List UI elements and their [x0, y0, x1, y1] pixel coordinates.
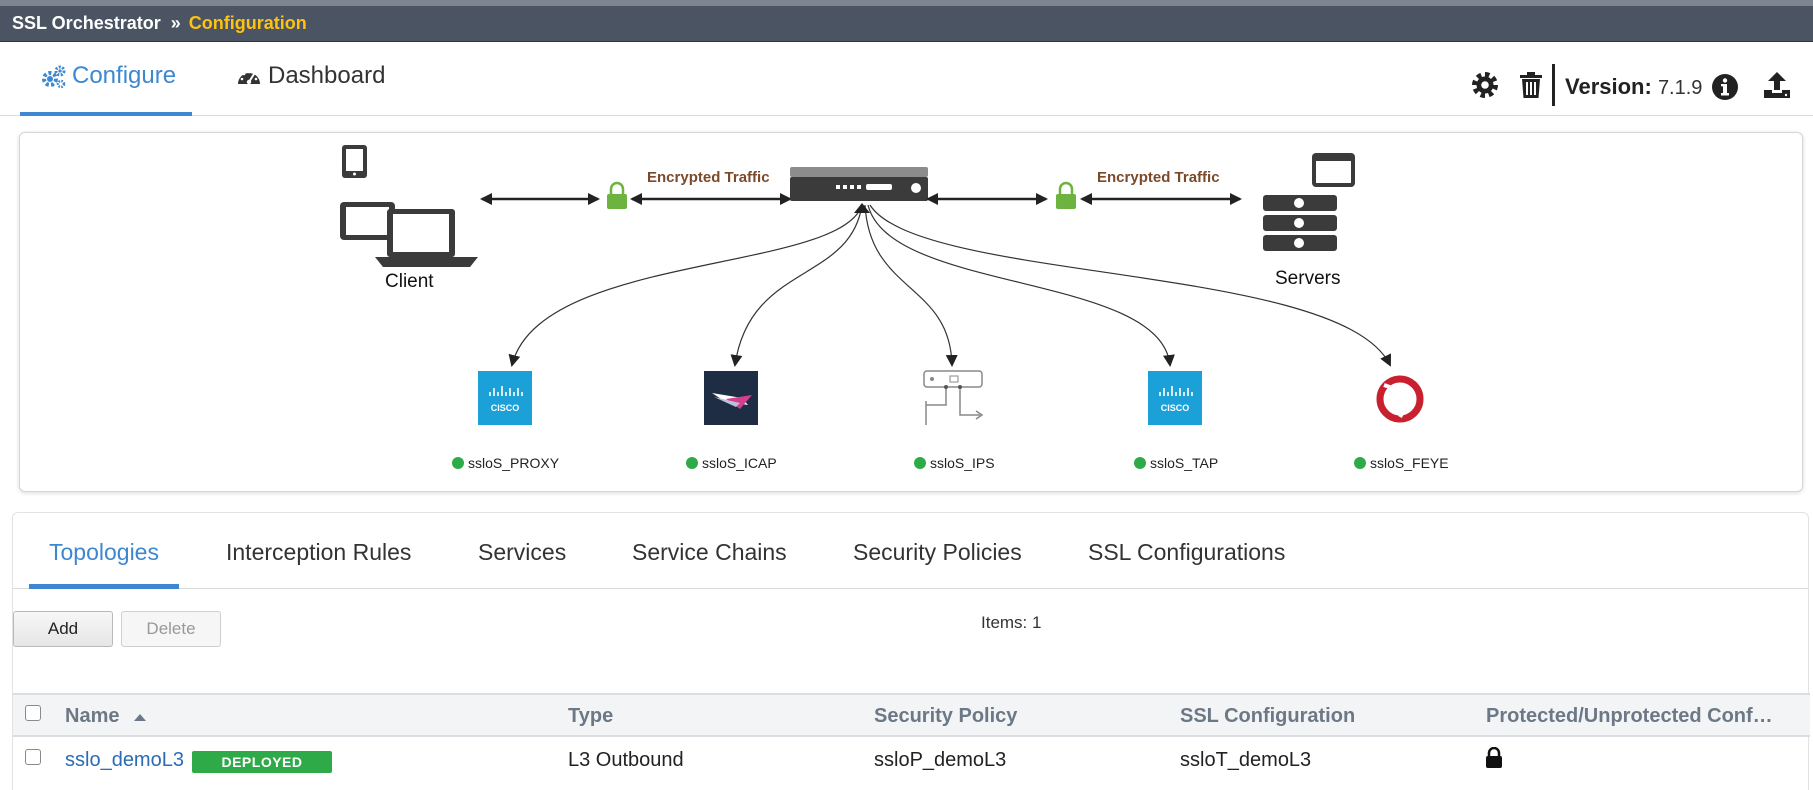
- status-dot: [1134, 457, 1146, 469]
- tab-dashboard[interactable]: Dashboard: [236, 62, 385, 116]
- select-all-checkbox[interactable]: [25, 705, 41, 721]
- status-dot: [1354, 457, 1366, 469]
- add-button[interactable]: Add: [13, 611, 113, 647]
- client-devices-icon: [340, 145, 478, 267]
- column-name[interactable]: Name: [65, 705, 147, 728]
- tab-topologies[interactable]: Topologies: [29, 539, 179, 589]
- sort-ascending-icon: [134, 714, 147, 721]
- version-display: Version: 7.1.9: [1565, 74, 1702, 100]
- l3-device-icon[interactable]: [923, 370, 984, 425]
- table-header: Name Type Security Policy SSL Configurat…: [13, 693, 1810, 737]
- cisco-logo-text: CISCO: [1161, 403, 1190, 413]
- tab-service-chains[interactable]: Service Chains: [632, 539, 787, 565]
- app-title[interactable]: SSL Orchestrator: [12, 13, 161, 33]
- topology-diagram: CISCO CISCO: [19, 132, 1803, 492]
- breadcrumb-separator: ››: [170, 13, 181, 33]
- cisco-logo-icon[interactable]: CISCO: [478, 371, 532, 425]
- info-icon[interactable]: [1710, 72, 1740, 102]
- dashboard-icon: [238, 70, 260, 85]
- service-name: ssloS_FEYE: [1370, 455, 1449, 471]
- version-number: 7.1.9: [1657, 77, 1703, 99]
- link-ssloS-tap: [867, 204, 1175, 367]
- fireeye-logo-icon[interactable]: [1376, 375, 1424, 423]
- servers-label: Servers: [1275, 268, 1341, 289]
- column-type[interactable]: Type: [568, 705, 614, 727]
- row-checkbox[interactable]: [25, 749, 41, 765]
- appliance-inbound-arrowheads: [854, 203, 870, 213]
- breadcrumb-current-page: Configuration: [188, 13, 307, 33]
- tab-services[interactable]: Services: [478, 539, 567, 565]
- client-label: Client: [385, 271, 434, 292]
- status-dot: [686, 457, 698, 469]
- service-ssloS-icap[interactable]: ssloS_ICAP: [686, 455, 777, 471]
- status-dot: [452, 457, 464, 469]
- service-name: ssloS_PROXY: [468, 455, 560, 471]
- status-dot: [914, 457, 926, 469]
- trash-icon[interactable]: [1516, 70, 1546, 100]
- tab-security-policies[interactable]: Security Policies: [853, 539, 1022, 565]
- topology-ssl-configuration: ssloT_demoL3: [1180, 749, 1312, 771]
- cisco-logo-icon[interactable]: CISCO: [1148, 371, 1202, 425]
- tab-interception-rules[interactable]: Interception Rules: [226, 539, 412, 565]
- topologies-panel: Topologies Interception Rules Services S…: [12, 512, 1810, 790]
- sub-tab-bar: Topologies Interception Rules Services S…: [13, 513, 1808, 589]
- column-protected-unprotected[interactable]: Protected/Unprotected Conf…: [1486, 705, 1773, 727]
- status-badge: DEPLOYED: [192, 751, 332, 773]
- service-name: ssloS_IPS: [930, 455, 995, 471]
- lock-icon: [1486, 747, 1502, 768]
- table-row[interactable]: sslo_demoL3 DEPLOYED L3 Outbound ssloP_d…: [13, 737, 1810, 783]
- column-security-policy[interactable]: Security Policy: [874, 705, 1018, 727]
- link-ssloS-icap: [730, 204, 863, 367]
- icap-logo-icon[interactable]: [704, 371, 758, 425]
- delete-button[interactable]: Delete: [121, 611, 221, 647]
- toolbar-divider: [1552, 64, 1555, 106]
- lock-left-icon: [607, 181, 627, 209]
- servers-icon: [1263, 153, 1355, 251]
- link-ssloS-proxy: [508, 204, 863, 367]
- tab-dashboard-label: Dashboard: [268, 62, 386, 89]
- encrypted-traffic-right-label: Encrypted Traffic: [1097, 169, 1220, 186]
- sslo-appliance-icon: [790, 167, 928, 201]
- tab-configure-label: Configure: [72, 62, 177, 89]
- topology-diagram-svg: CISCO CISCO: [340, 145, 1424, 425]
- topology-type: L3 Outbound: [568, 749, 684, 771]
- service-name: ssloS_ICAP: [702, 455, 777, 471]
- encrypted-traffic-left-label: Encrypted Traffic: [647, 169, 770, 186]
- gears-icon: [42, 65, 66, 89]
- title-bar: SSL Orchestrator ›› Configuration: [0, 0, 1813, 42]
- service-ssloS-proxy[interactable]: ssloS_PROXY: [452, 455, 559, 471]
- version-label: Version:: [1565, 74, 1652, 99]
- tab-ssl-configurations[interactable]: SSL Configurations: [1088, 539, 1286, 565]
- upload-icon[interactable]: [1762, 70, 1792, 100]
- service-name: ssloS_TAP: [1150, 455, 1219, 471]
- lock-right-icon: [1056, 181, 1076, 209]
- top-tab-bar: Configure Dashboard: [0, 42, 1813, 116]
- service-ssloS-tap[interactable]: ssloS_TAP: [1134, 455, 1218, 471]
- link-ssloS-feye: [869, 204, 1391, 367]
- topology-name-link[interactable]: sslo_demoL3: [65, 749, 184, 771]
- service-ssloS-feye[interactable]: ssloS_FEYE: [1354, 455, 1449, 471]
- items-count: Items: 1: [981, 613, 1042, 632]
- topology-security-policy: ssloP_demoL3: [874, 749, 1007, 771]
- column-ssl-configuration[interactable]: SSL Configuration: [1180, 705, 1356, 727]
- column-name-label: Name: [65, 705, 120, 727]
- service-ssloS-ips[interactable]: ssloS_IPS: [914, 455, 995, 471]
- gear-icon[interactable]: [1470, 70, 1500, 100]
- cisco-logo-text: CISCO: [491, 403, 520, 413]
- link-ssloS-ips: [864, 204, 958, 367]
- tab-configure[interactable]: Configure: [20, 62, 192, 116]
